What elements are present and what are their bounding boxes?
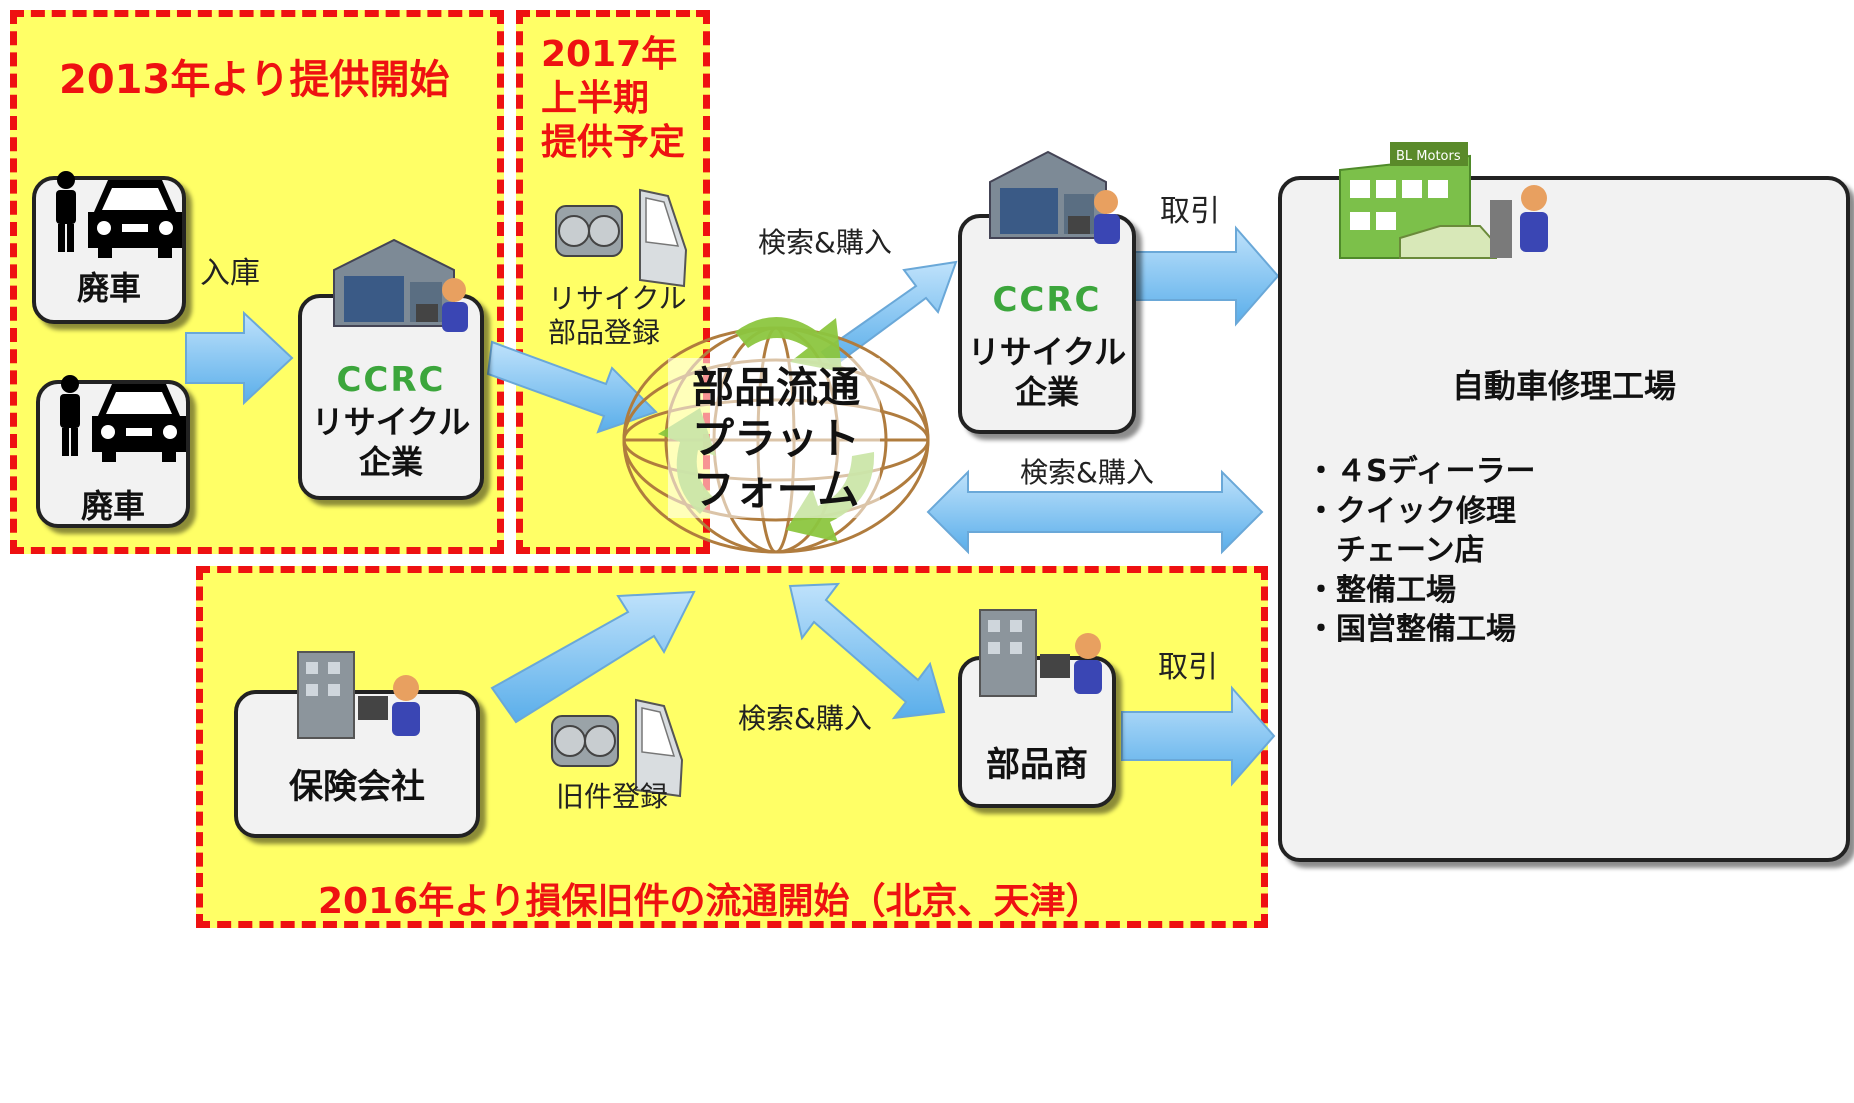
edge-label-nyuko: 入庫 bbox=[200, 256, 260, 291]
insurance-company-label: 保険会社 bbox=[289, 767, 425, 807]
factory-worker-icon bbox=[989, 150, 1120, 244]
haisha-box-2: 廃車 bbox=[36, 375, 190, 528]
recycle-company-box-1: CCRC リサイクル 企業 bbox=[298, 238, 484, 500]
repair-shop-type: ・国営整備工場 bbox=[1306, 612, 1516, 648]
recycle-company-label-2: リサイクル 企業 bbox=[967, 333, 1127, 411]
edge-label-torihiki-2: 取引 bbox=[1158, 650, 1218, 685]
repair-shop-type: ・クイック修理 bbox=[1306, 493, 1516, 529]
repair-shop-type-list: ・４Sディーラー ・クイック修理 チェーン店 ・整備工場 ・国営整備工場 bbox=[1306, 452, 1536, 650]
garage-building-icon: BL Motors bbox=[1339, 142, 1548, 259]
edge-label-old-parts-registration: 旧件登録 bbox=[556, 780, 669, 813]
office-worker-icon bbox=[297, 651, 420, 739]
recycle-company-box-2: CCRC リサイクル 企業 bbox=[958, 150, 1136, 434]
car-driver-icon bbox=[56, 171, 182, 258]
haisha-label-2: 廃車 bbox=[80, 487, 145, 525]
zone-2017-title: 2017年 上半期 提供予定 bbox=[541, 34, 686, 163]
parts-dealer-label: 部品商 bbox=[986, 745, 1088, 785]
edge-label-search-buy-2: 検索&購入 bbox=[1020, 456, 1154, 489]
insurance-company-box: 保険会社 bbox=[234, 651, 480, 838]
ccrc-logo: CCRC bbox=[992, 280, 1102, 320]
edge-label-torihiki-1: 取引 bbox=[1160, 194, 1220, 229]
arrow-platform-parts-dealer bbox=[788, 582, 946, 720]
arrow-insurance-to-platform bbox=[490, 590, 696, 724]
arrow-torihiki-2 bbox=[1121, 685, 1276, 787]
zone-2016-title: 2016年より損保旧件の流通開始（北京、天津） bbox=[318, 881, 1102, 922]
office-worker-icon bbox=[979, 609, 1102, 697]
arrow-nyuko bbox=[185, 310, 294, 406]
repair-shop-box: BL Motors 自動車修理工場 ・４Sディーラー ・クイック修理 チェーン店… bbox=[1278, 142, 1850, 862]
zone-2013-title: 2013年より提供開始 bbox=[59, 57, 450, 103]
edge-label-search-buy-3: 検索&購入 bbox=[738, 702, 872, 735]
car-driver-icon bbox=[60, 375, 186, 462]
parts-dealer-box: 部品商 bbox=[958, 609, 1116, 808]
repair-shop-type: ・整備工場 bbox=[1306, 572, 1456, 608]
repair-shop-type: チェーン店 bbox=[1306, 533, 1485, 569]
ccrc-logo: CCRC bbox=[336, 360, 446, 400]
edge-label-recycle-parts-registration: リサイクル 部品登録 bbox=[548, 282, 687, 349]
recycle-company-label-1: リサイクル 企業 bbox=[311, 403, 471, 481]
repair-shop-type: ・４Sディーラー bbox=[1306, 454, 1536, 489]
haisha-label-1: 廃車 bbox=[76, 269, 141, 307]
edge-label-search-buy-1: 検索&購入 bbox=[758, 226, 892, 259]
arrow-torihiki-1 bbox=[1131, 225, 1280, 327]
repair-shop-title: 自動車修理工場 bbox=[1451, 367, 1676, 405]
recycle-parts-icon bbox=[555, 188, 688, 288]
haisha-box-1: 廃車 bbox=[32, 171, 186, 324]
garage-sign: BL Motors bbox=[1396, 149, 1461, 164]
arrow-search-buy-double bbox=[926, 469, 1264, 555]
platform-label: 部品流通 プラット フォーム bbox=[691, 363, 860, 515]
old-parts-icon bbox=[551, 698, 684, 798]
factory-worker-icon bbox=[333, 238, 468, 332]
